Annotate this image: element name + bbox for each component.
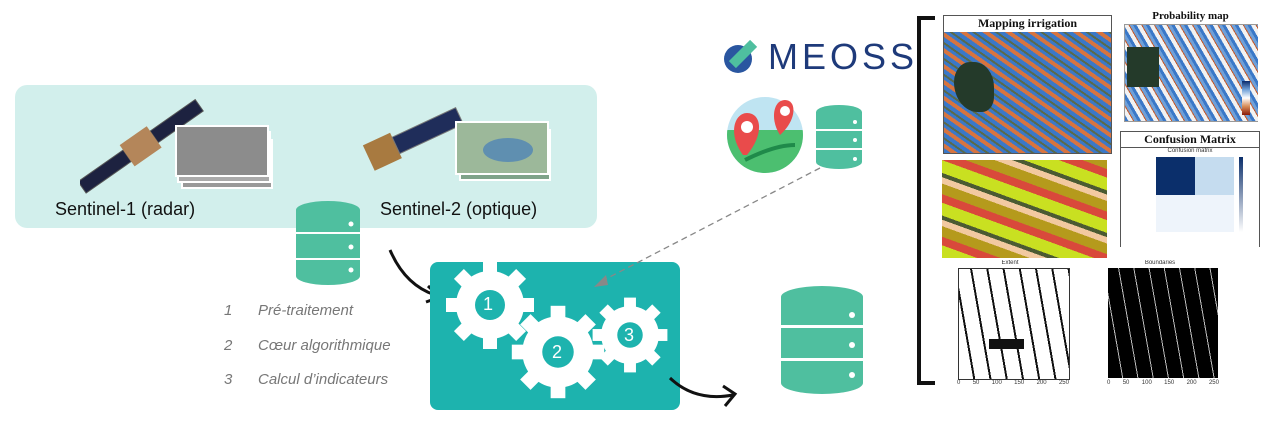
gear-3-label: 3 xyxy=(624,325,635,345)
probability-map-title: Probability map xyxy=(1152,10,1229,22)
radar-image-stack-icon xyxy=(175,125,273,189)
gear-1-label: 1 xyxy=(483,294,494,314)
confusion-matrix-grid xyxy=(1156,157,1234,232)
step-label: Calcul d’indicateurs xyxy=(258,371,389,388)
tick: 0 xyxy=(957,380,961,386)
meoss-logo-icon xyxy=(724,39,758,73)
dashed-arrow-icon xyxy=(594,167,821,287)
sentinel2-label: Sentinel-2 (optique) xyxy=(380,199,538,219)
confusion-matrix-title: Confusion Matrix xyxy=(1121,132,1259,148)
tick: 200 xyxy=(1036,380,1047,386)
sentinel1-label: Sentinel-1 (radar) xyxy=(55,199,196,219)
extent-title: Extent xyxy=(1001,260,1019,266)
step-label: Pré-traitement xyxy=(258,302,354,319)
irrigation-map-image xyxy=(944,32,1111,153)
bracket-icon xyxy=(917,16,935,385)
extent-panel: Extent 0 50 100 150 200 250 xyxy=(945,260,1075,390)
tick: 50 xyxy=(972,380,980,386)
optical-image-stack-icon xyxy=(455,121,551,181)
crop-classification-image xyxy=(942,160,1107,258)
step-label: Cœur algorithmique xyxy=(258,337,391,354)
source-database-icon xyxy=(816,105,862,169)
confusion-matrix-panel: Confusion Matrix Confusion matrix xyxy=(1120,131,1260,247)
mapping-irrigation-panel: Mapping irrigation xyxy=(943,15,1112,154)
confusion-matrix-subtitle: Confusion matrix xyxy=(1167,148,1213,154)
location-map-icon xyxy=(727,97,803,173)
boundaries-panel: Boundaries 0 50 100 150 200 250 xyxy=(1095,260,1225,390)
tick: 250 xyxy=(1208,380,1219,386)
meoss-logo-text: MEOSS xyxy=(768,36,919,77)
tick: 100 xyxy=(1141,380,1152,386)
step-number: 3 xyxy=(224,371,233,388)
sentinel1-satellite-icon xyxy=(80,98,273,194)
mapping-irrigation-title: Mapping irrigation xyxy=(977,16,1077,30)
boundaries-image xyxy=(1108,268,1218,378)
tick: 50 xyxy=(1122,380,1130,386)
step-number: 2 xyxy=(224,337,233,354)
boundaries-title: Boundaries xyxy=(1144,260,1176,266)
tick: 100 xyxy=(991,380,1002,386)
extent-image xyxy=(958,268,1070,380)
tick: 0 xyxy=(1107,380,1111,386)
tick: 150 xyxy=(1014,380,1025,386)
sentinel2-satellite-icon xyxy=(362,107,551,181)
x-axis-ticks: 0 50 100 150 200 250 xyxy=(957,380,1069,386)
tick: 250 xyxy=(1058,380,1069,386)
x-axis-ticks: 0 50 100 150 200 250 xyxy=(1107,380,1219,386)
colorbar xyxy=(1239,157,1243,232)
gear-2-label: 2 xyxy=(552,342,563,362)
arrow-to-output-icon xyxy=(668,376,738,407)
output-database-icon xyxy=(781,286,863,394)
step-number: 1 xyxy=(224,302,233,319)
input-database-icon xyxy=(296,201,360,285)
tick: 150 xyxy=(1164,380,1175,386)
probability-map-image xyxy=(1124,24,1258,122)
tick: 200 xyxy=(1186,380,1197,386)
probability-map-panel: Probability map xyxy=(1123,10,1258,122)
